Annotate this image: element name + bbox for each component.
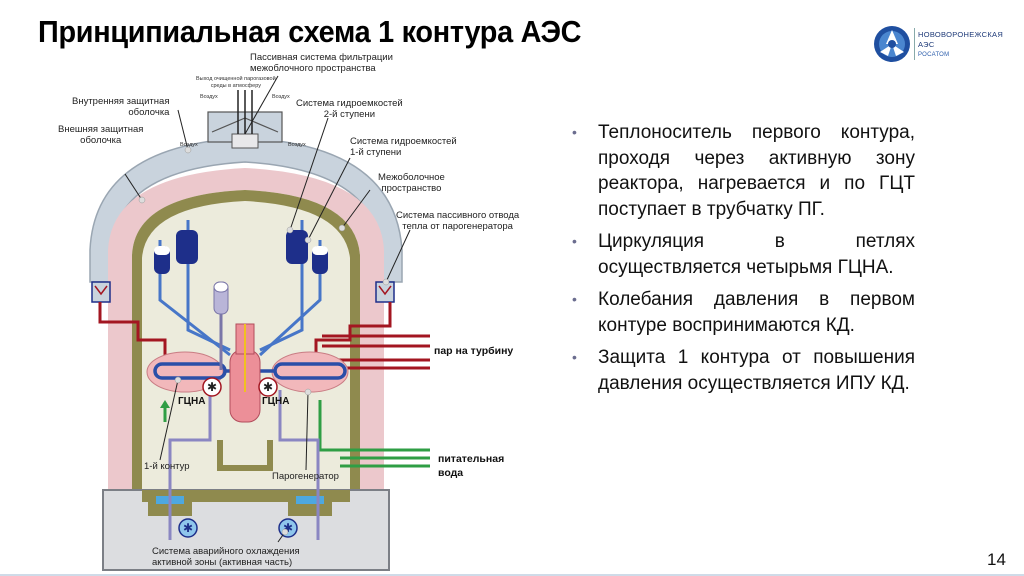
label-primary-circuit: 1-й контур [144, 461, 190, 472]
eccs-pump-right: ✱ [278, 518, 298, 538]
eccs-tank-right [296, 496, 324, 504]
label-eccs: Система аварийного охлаждения активной з… [152, 546, 300, 568]
main-coolant-pump-left: ✱ [202, 377, 222, 397]
steam-generator-right [271, 351, 349, 393]
label-interspace: Межоболочное пространство [378, 172, 445, 194]
rosatom-logo: НОВОВОРОНЕЖСКАЯ АЭС РОСАТОМ [870, 24, 1020, 68]
logo-line-2: АЭС [918, 40, 935, 49]
label-inner-shell: Внутренняя защитная оболочка [72, 96, 170, 118]
label-exhaust: Выход очищенной парогазовой среды в атмо… [196, 76, 276, 89]
label-passive-heat-removal: Система пассивного отвода тепла от парог… [396, 210, 520, 232]
label-steam-generator: Парогенератор [272, 471, 339, 482]
label-feed-water: питательная вода [438, 453, 505, 479]
label-steam-to-turbine: пар на турбину [434, 345, 514, 357]
label-pump-left: ГЦНА [178, 396, 206, 407]
label-air-4: Воздух [288, 142, 306, 148]
bullet-list: •Теплоноситель первого контура, проходя … [572, 120, 915, 403]
bullet-dot-icon: • [572, 233, 577, 249]
outer-containment-shell [89, 137, 403, 283]
hydro-accumulator-stage2-left [176, 230, 198, 264]
bullet-item: •Циркуляция в петлях осуществляется четы… [572, 231, 915, 278]
label-air-1: Воздух [200, 94, 218, 100]
label-hydro-stage1: Система гидроемкостей 1-й ступени [350, 136, 457, 158]
label-passive-filtration: Пассивная система фильтрации межоблочног… [250, 52, 393, 74]
page-number: 14 [987, 550, 1006, 569]
svg-text:✱: ✱ [263, 380, 273, 394]
leader-lines [124, 75, 411, 543]
passive-hx-left [91, 281, 111, 303]
svg-text:✱: ✱ [183, 521, 193, 535]
label-hydro-stage2: Система гидроемкостей 2-й ступени [296, 98, 403, 120]
label-air-3: Воздух [180, 142, 198, 148]
svg-text:✱: ✱ [283, 521, 293, 535]
bullet-item: •Теплоноситель первого контура, проходя … [572, 122, 915, 220]
bullet-dot-icon: • [572, 124, 577, 140]
svg-text:✱: ✱ [207, 380, 217, 394]
label-outer-shell: Внешняя защитная оболочка [58, 124, 144, 146]
logo-line-3: РОСАТОМ [918, 52, 950, 58]
inner-containment-band [108, 168, 384, 560]
bottom-divider [0, 574, 1024, 576]
logo-line-1: НОВОВОРОНЕЖСКАЯ [918, 30, 1004, 39]
logo-divider [914, 28, 915, 60]
bullet-item: •Колебания давления в первом контуре вос… [572, 289, 915, 336]
eccs-pump-left: ✱ [178, 518, 198, 538]
reactor-schematic-graphic: ✱ ✱ ✱ ✱ [89, 75, 430, 571]
logo-text: НОВОВОРОНЕЖСКАЯ АЭС РОСАТОМ [918, 30, 1003, 60]
label-air-2: Воздух [272, 94, 290, 100]
rosatom-emblem-icon [874, 26, 910, 62]
hydro-accumulator-stage2-right [286, 230, 308, 264]
bullet-dot-icon: • [572, 349, 577, 365]
reactor-schematic: ✱ ✱ ✱ ✱ [50, 50, 540, 572]
main-coolant-pump-right: ✱ [258, 377, 278, 397]
label-pump-right: ГЦНА [262, 396, 290, 407]
bullet-item: •Защита 1 контура от повышения давления … [572, 347, 915, 394]
slide-title: Принципиальная схема 1 контура АЭС [38, 14, 582, 49]
bullet-dot-icon: • [572, 291, 577, 307]
